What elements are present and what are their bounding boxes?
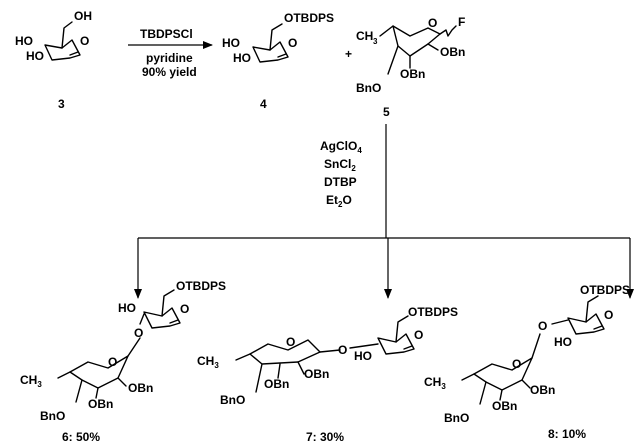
benzyl-ether-label: BnO (40, 409, 65, 423)
silyl-ether-label: OTBDPS (408, 305, 458, 319)
benzyl-ether-label: OBn (128, 381, 153, 395)
methyl-subscript: 3 (373, 37, 378, 46)
benzyl-ether-label: BnO (356, 81, 381, 95)
linking-oxygen-label: O (538, 319, 547, 333)
benzyl-ether-label: OBn (264, 377, 289, 391)
compound-3: OH O HO HO 3 (15, 9, 92, 111)
compound-yield-label: 7: 30% (306, 430, 344, 443)
ring-oxygen-label: O (512, 357, 521, 371)
fluoride-label: F (458, 15, 465, 29)
ring-oxygen-label: O (604, 308, 613, 322)
hydroxyl-label: OH (74, 9, 92, 23)
compound-6: OTBDPS HO O O O CH3 OBn OBn BnO 6: 50% (20, 279, 226, 443)
ring-oxygen-label: O (180, 302, 189, 316)
plus-sign: + (345, 47, 352, 61)
hydroxyl-label: HO (118, 301, 136, 315)
reagent-label: TBDPSCl (140, 27, 193, 41)
ring-oxygen-label: O (80, 34, 89, 48)
svg-text:DTBP: DTBP (324, 175, 357, 189)
reagent-label: pyridine (146, 51, 193, 65)
hydroxyl-label: HO (26, 49, 44, 63)
linking-oxygen-label: O (338, 343, 347, 357)
linking-oxygen-label: O (134, 326, 143, 340)
benzyl-ether-label: OBn (88, 397, 113, 411)
reaction-conditions-2: AgClO4 SnCl2 DTBP Et2O (134, 124, 634, 299)
compound-5: CH 3 O F OBn OBn BnO 5 (356, 15, 465, 119)
benzyl-ether-label: OBn (304, 367, 329, 381)
ring-oxygen-label: O (414, 328, 423, 342)
benzyl-ether-label: BnO (220, 393, 245, 407)
silyl-ether-label: OTBDPS (284, 11, 334, 25)
benzyl-ether-label: OBn (440, 45, 465, 59)
ring-oxygen-label: O (288, 36, 297, 50)
ring-oxygen-label: O (108, 355, 117, 369)
compound-yield-label: 6: 50% (62, 430, 100, 443)
compound-number: 4 (260, 97, 267, 111)
benzyl-ether-label: OBn (530, 383, 555, 397)
methyl-label: CH (356, 29, 373, 43)
svg-text:AgClO4: AgClO4 (320, 139, 362, 155)
compound-number: 5 (383, 105, 390, 119)
svg-text:Et2O: Et2O (326, 193, 352, 209)
reagent-label: 90% yield (142, 65, 197, 79)
hydroxyl-label: HO (15, 34, 33, 48)
reaction-arrow-1: TBDPSCl pyridine 90% yield (128, 27, 213, 79)
ring-oxygen-label: O (286, 335, 295, 349)
hydroxyl-label: HO (354, 349, 372, 363)
compound-7: OTBDPS HO O O O CH3 OBn OBn BnO 7: 30% (197, 305, 458, 443)
benzyl-ether-label: OBn (400, 67, 425, 81)
compound-4: OTBDPS O HO HO 4 (222, 11, 334, 111)
benzyl-ether-label: OBn (492, 399, 517, 413)
benzyl-ether-label: BnO (444, 411, 469, 425)
svg-text:CH3: CH3 (20, 373, 42, 389)
svg-text:CH3: CH3 (197, 354, 219, 370)
compound-number: 3 (58, 97, 65, 111)
silyl-ether-label: OTBDPS (580, 283, 630, 297)
ring-oxygen-label: O (428, 16, 437, 30)
silyl-ether-label: OTBDPS (176, 279, 226, 293)
svg-text:CH3: CH3 (424, 375, 446, 391)
hydroxyl-label: HO (222, 36, 240, 50)
svg-text:SnCl2: SnCl2 (324, 157, 356, 173)
hydroxyl-label: HO (233, 51, 251, 65)
compound-yield-label: 8: 10% (548, 427, 586, 441)
compound-8: OTBDPS HO O O O CH3 OBn OBn BnO 8: 10% (424, 283, 630, 441)
hydroxyl-label: HO (554, 335, 572, 349)
